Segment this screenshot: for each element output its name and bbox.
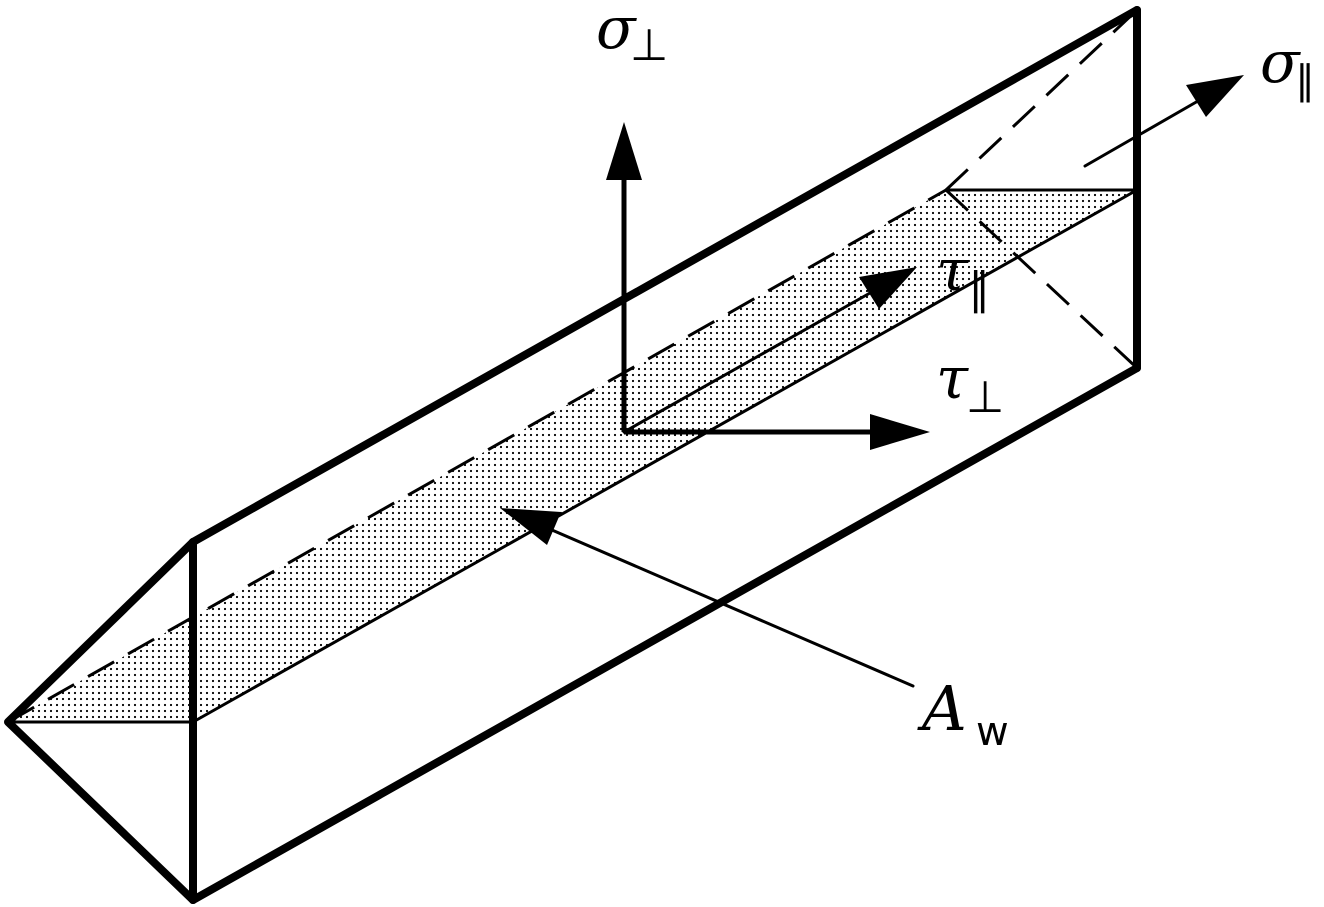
area-symbol: A (917, 672, 967, 745)
area-leader-line (543, 525, 915, 688)
tau-perp-subscript: ⊥ (966, 372, 1004, 423)
tau-par-symbol: τ (936, 236, 969, 304)
sigma-par-arrow-shaft (1083, 99, 1200, 168)
bottom-long-edge (189, 364, 1141, 904)
sigma-perp-arrowhead (606, 122, 642, 180)
sigma-perp-symbol: σ (596, 0, 637, 62)
tau-par-arrow-shaft (622, 291, 872, 434)
area-subscript: w (976, 709, 1009, 755)
tau-par-subscript: ∥ (968, 264, 990, 315)
top-long-edge (189, 6, 1141, 546)
sigma-par-symbol: σ (1260, 28, 1301, 96)
tau-par-arrowhead (859, 267, 917, 309)
area-leader-arrowhead (500, 508, 561, 545)
sigma-par-arrowhead (1186, 75, 1244, 117)
tau-perp-symbol: τ (936, 344, 969, 412)
tau-perp-arrowhead (870, 414, 930, 450)
left-triangle-outline (4, 538, 197, 904)
sigma-par-subscript: ∥ (1295, 58, 1315, 104)
hidden-edge-back (7, 188, 947, 724)
throat-front-edge (191, 188, 1139, 724)
throat-plane-shading (8, 190, 1137, 722)
sigma-perp-subscript: ⊥ (630, 20, 668, 71)
